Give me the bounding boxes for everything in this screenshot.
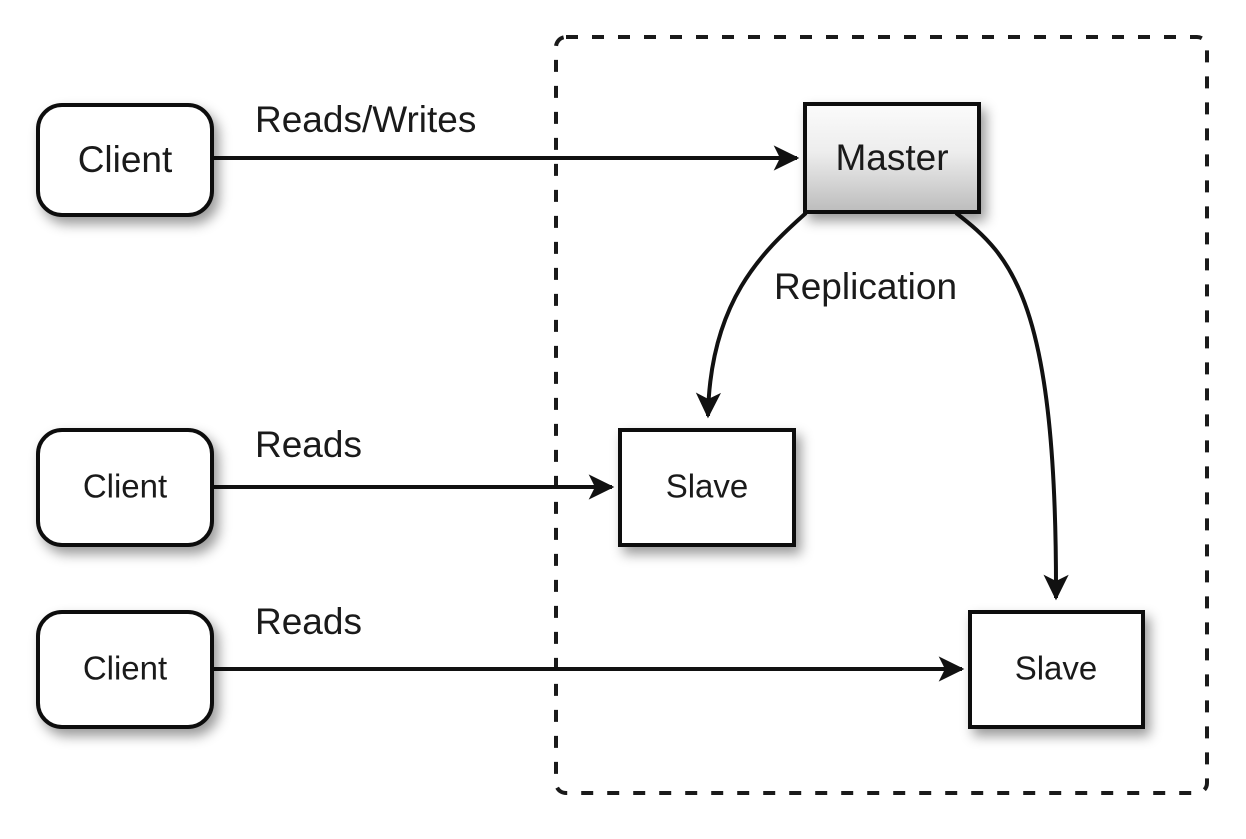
edges-layer xyxy=(212,145,1069,682)
client-2-box[interactable] xyxy=(36,428,214,547)
client-1-label: Client xyxy=(78,139,173,180)
edge-labels-layer: Reads/Writes Replication Reads Reads xyxy=(255,99,957,642)
slave-2-box[interactable] xyxy=(968,610,1145,729)
node-client-2[interactable]: Client xyxy=(36,428,214,547)
client-3-label: Client xyxy=(83,650,167,687)
node-client-3[interactable]: Client xyxy=(36,610,214,729)
edge-master-slave2[interactable] xyxy=(954,211,1069,601)
edge-label-reads-slave-2: Reads xyxy=(255,601,362,642)
replication-boundary xyxy=(554,35,1209,795)
node-slave-2[interactable]: Slave xyxy=(968,610,1145,729)
master-box[interactable] xyxy=(803,102,981,214)
master-label: Master xyxy=(835,137,948,178)
edge-master-slave1[interactable] xyxy=(695,211,808,419)
slave-2-label: Slave xyxy=(1015,650,1098,687)
nodes-layer: Client Client Client Master Slave xyxy=(36,102,1145,729)
node-slave-1[interactable]: Slave xyxy=(618,428,796,547)
client-1-box[interactable] xyxy=(36,103,214,217)
edge-label-reads-writes: Reads/Writes xyxy=(255,99,476,140)
client-2-label: Client xyxy=(83,468,167,505)
edge-label-replication: Replication xyxy=(774,266,957,307)
slave-1-label: Slave xyxy=(666,468,749,505)
edge-label-reads-slave-1: Reads xyxy=(255,424,362,465)
node-client-1[interactable]: Client xyxy=(36,103,214,217)
slave-1-box[interactable] xyxy=(618,428,796,547)
client-3-box[interactable] xyxy=(36,610,214,729)
node-master[interactable]: Master xyxy=(803,102,981,214)
